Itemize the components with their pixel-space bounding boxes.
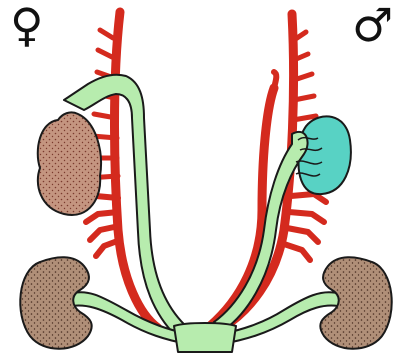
cloaca xyxy=(174,323,236,352)
male-symbol: ♂ xyxy=(352,2,393,48)
ovary xyxy=(38,112,101,215)
female-symbol: ♀ xyxy=(10,2,44,48)
testis xyxy=(299,116,351,194)
